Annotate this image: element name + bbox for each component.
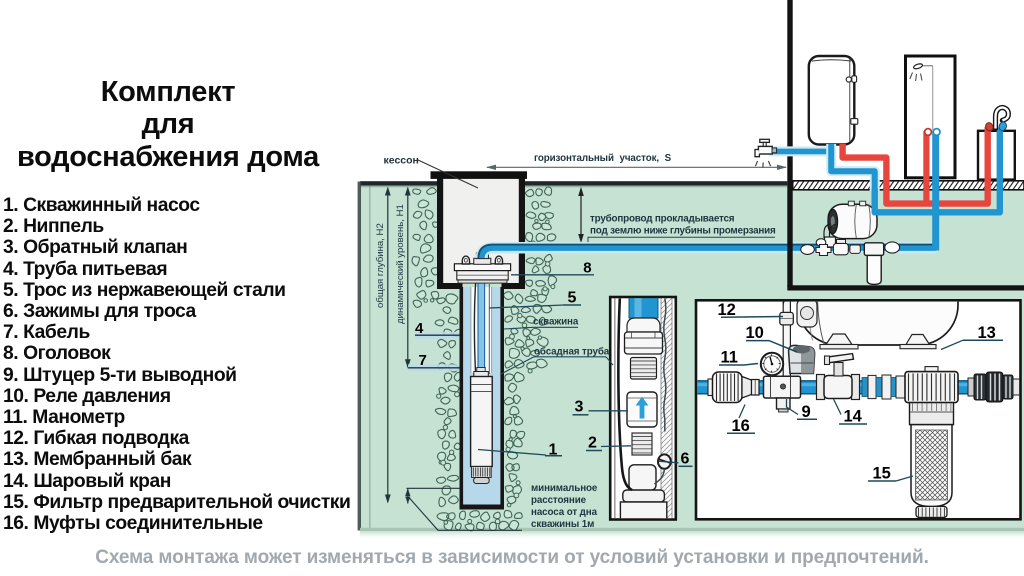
svg-text:горизонтальный участок, S: горизонтальный участок, S xyxy=(534,153,672,164)
svg-text:расстояние: расстояние xyxy=(531,495,587,506)
svg-text:16: 16 xyxy=(732,417,750,435)
svg-text:минимальное: минимальное xyxy=(531,483,598,494)
svg-text:14: 14 xyxy=(844,408,863,426)
svg-text:скважина: скважина xyxy=(533,317,579,328)
svg-text:6: 6 xyxy=(681,450,690,467)
svg-text:9: 9 xyxy=(802,403,811,421)
svg-text:8: 8 xyxy=(583,259,591,276)
svg-text:2: 2 xyxy=(588,434,597,451)
svg-text:4: 4 xyxy=(415,320,424,337)
svg-text:насоса от дна: насоса от дна xyxy=(531,507,598,518)
svg-text:15: 15 xyxy=(873,465,891,483)
svg-text:13: 13 xyxy=(978,324,996,342)
svg-text:динамический уровень, Н1: динамический уровень, Н1 xyxy=(395,204,406,324)
svg-text:3: 3 xyxy=(575,399,584,416)
svg-text:7: 7 xyxy=(419,352,427,369)
svg-text:1: 1 xyxy=(549,441,558,458)
svg-text:12: 12 xyxy=(718,301,736,319)
svg-text:5: 5 xyxy=(568,290,577,307)
svg-text:10: 10 xyxy=(746,324,764,342)
svg-text:кессон: кессон xyxy=(384,155,419,167)
svg-text:обсадная труба: обсадная труба xyxy=(534,347,610,358)
svg-text:скважины 1м: скважины 1м xyxy=(531,519,594,530)
svg-text:общая глубина, Н2: общая глубина, Н2 xyxy=(375,223,386,308)
svg-text:под землю ниже глубины промерз: под землю ниже глубины промерзания xyxy=(590,226,776,237)
svg-text:трубопровод прокладывается: трубопровод прокладывается xyxy=(590,214,735,225)
svg-text:11: 11 xyxy=(721,349,738,367)
